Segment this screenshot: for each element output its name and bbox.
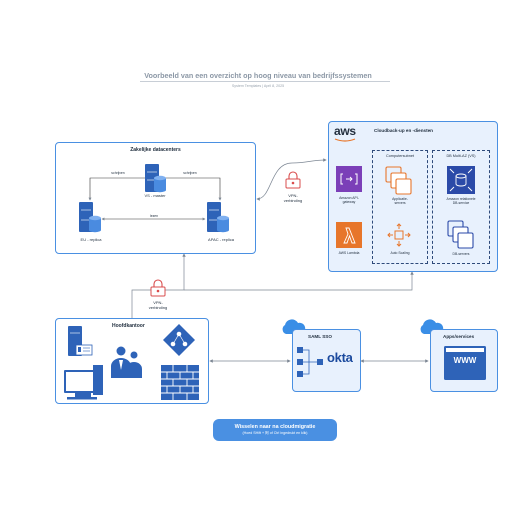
database-icon [217,215,229,233]
user-group-icon [111,346,142,378]
app-servers-icon [385,166,412,195]
write-left-label: schrijven [111,171,125,175]
page-subtitle: System Templates | April 8, 2025 [231,84,285,88]
title-divider [140,81,390,82]
compute-subnet[interactable] [372,150,428,264]
app-servers-label: Applicatie- servers [392,197,408,206]
office-aws-connector [184,271,414,291]
apac-replica-label: APAC - replica [208,237,234,242]
db-servers-label: DB-servers [452,252,470,256]
auto-scaling-label: Auto Scaling [390,251,410,255]
office-icons [64,324,199,400]
db-servers-icon [447,220,474,249]
okta-logo: okta [327,350,353,365]
aws-title: Cloudback-up en -diensten [374,128,433,133]
vpn-top-label: VPN- verbinding [283,193,303,203]
server-icon [68,326,93,356]
write-right-label: schrijven [183,171,197,175]
vpn-bottom-label: VPN- verbinding [148,300,168,310]
apps-title: Apps/services [443,334,475,339]
www-label: WWW [453,356,477,365]
firewall-icon [161,365,199,400]
active-directory-icon [163,324,195,356]
api-gateway-label: Amazon API- gateway [339,196,359,205]
aws-smile [334,138,356,142]
aws-logo: aws [334,124,356,138]
eu-replica-label: EU - replica [80,237,102,242]
api-gateway-icon [336,166,362,192]
read-label: lezen [149,214,159,218]
switch-button-label: Wisselen naar na cloudmigratie [234,424,316,430]
switch-button-sublabel: (Hoed SHift + 阿 of Ctrl ingedrukt en kli… [242,431,308,435]
browser-www-icon: WWW [444,346,486,380]
db-subnet-label: DB Multi-AZ (VS) [446,154,476,158]
lambda-label: AWS Lambda [338,251,360,255]
desktop-icon [64,365,103,400]
office-title: Hoofdkantoor [112,323,145,329]
database-icon [89,215,101,233]
auto-scaling-icon [387,223,411,247]
saml-title: SAML SSO [308,334,332,339]
compute-subnet-label: Computersubnet [385,154,415,158]
write-left-arrow [88,177,145,201]
db-subnet[interactable] [432,150,490,264]
rds-label: Amazon relationele DB-service [446,197,476,206]
datacenters-title: Zakelijke datacenters [130,147,181,153]
vpn-top-connector [256,158,327,201]
vpn-lock-icon [150,279,166,297]
write-right-arrow [166,177,222,201]
database-icon [154,175,166,193]
lambda-icon [336,222,362,248]
page-title: Voorbeeld van een overzicht op hoog nive… [144,71,372,80]
master-label: VS - master [144,193,166,198]
switch-cloud-migration-button[interactable]: Wisselen naar na cloudmigratie (Hoed SHi… [213,419,337,441]
vpn-lock-icon [285,171,301,189]
datacenters-diagram [79,164,229,233]
rds-icon [447,166,475,194]
saml-box[interactable] [292,329,361,392]
saml-flow-icon [297,347,323,377]
